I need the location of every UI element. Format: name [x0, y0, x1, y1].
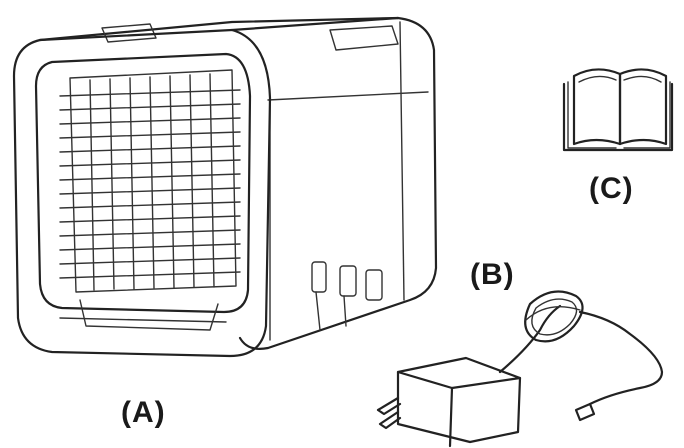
power-adapter-with-cable-icon	[376, 290, 664, 448]
air-cooler-unit-icon	[12, 16, 438, 358]
label-b: (B)	[470, 258, 515, 291]
label-c: (C)	[589, 172, 634, 205]
instruction-manual-icon	[562, 68, 674, 152]
label-a: (A)	[121, 396, 166, 429]
